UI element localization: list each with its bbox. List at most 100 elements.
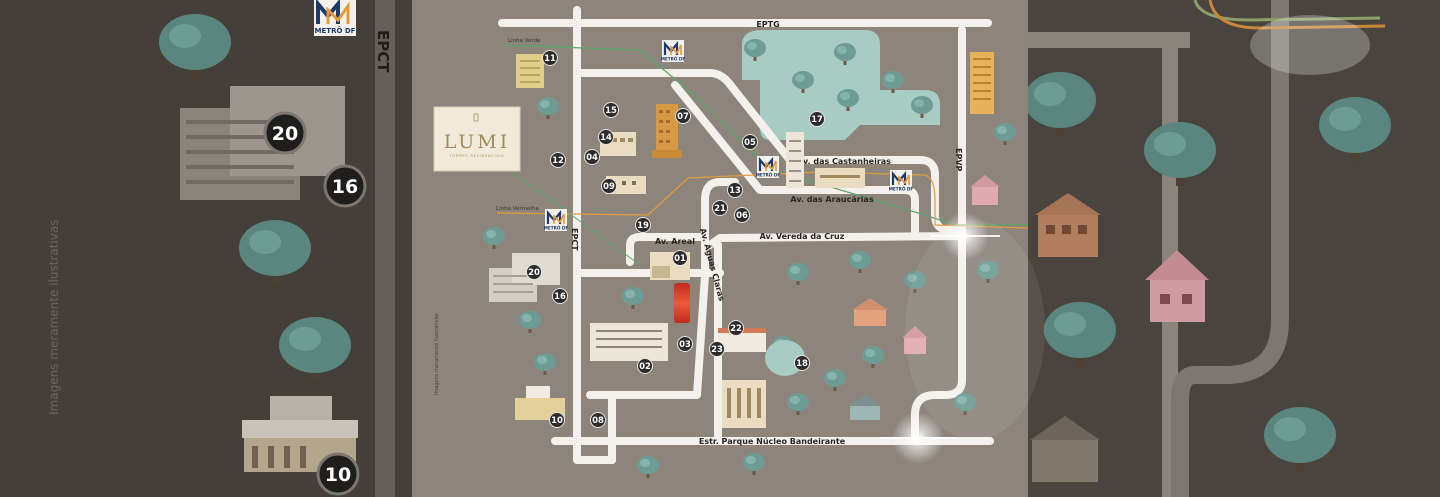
svg-text:16: 16 bbox=[554, 292, 566, 302]
poi-marker-07[interactable]: 07 bbox=[675, 108, 691, 124]
road-castanheiras bbox=[573, 69, 966, 234]
road-vereda bbox=[573, 232, 966, 277]
left-disclaimer: Imagens meramente ilustrativas bbox=[47, 220, 61, 415]
house-orange-icon bbox=[852, 298, 888, 326]
poi-marker-10[interactable]: 10 bbox=[549, 412, 565, 428]
svg-text:07: 07 bbox=[677, 112, 689, 122]
poi-markers: 01 02 03 04 05 06 07 08 09 10 11 12 13 1… bbox=[526, 50, 825, 428]
svg-text:15: 15 bbox=[605, 106, 617, 116]
main-map: Linha Verde Linha Vermelha EPTG Av. das … bbox=[412, 0, 1045, 497]
svg-text:18: 18 bbox=[796, 359, 808, 369]
left-poi-16-label: 16 bbox=[332, 176, 358, 198]
road-aguas-claras bbox=[586, 178, 739, 399]
poi-marker-21[interactable]: 21 bbox=[712, 200, 728, 216]
poi-marker-14[interactable]: 14 bbox=[598, 129, 614, 145]
svg-text:04: 04 bbox=[586, 153, 598, 163]
road-epvp bbox=[911, 26, 966, 444]
poi-marker-08[interactable]: 08 bbox=[590, 412, 606, 428]
poi-marker-18[interactable]: 18 bbox=[794, 355, 810, 371]
road-epct bbox=[573, 6, 616, 464]
road-epvp-label: EPVP bbox=[954, 148, 963, 172]
left-poi-20-label: 20 bbox=[272, 123, 298, 145]
svg-text:19: 19 bbox=[637, 221, 649, 231]
building-tower-right-icon bbox=[970, 52, 994, 114]
poi-marker-09[interactable]: 09 bbox=[601, 178, 617, 194]
metro-line-vermelha-label: Linha Vermelha bbox=[496, 206, 539, 212]
poi-marker-04[interactable]: 04 bbox=[584, 149, 600, 165]
svg-text:METRÔ DF: METRÔ DF bbox=[756, 173, 781, 178]
svg-text:22: 22 bbox=[730, 324, 742, 334]
svg-text:13: 13 bbox=[729, 186, 741, 196]
svg-text:21: 21 bbox=[714, 204, 726, 214]
lumi-location-marker bbox=[674, 283, 690, 323]
left-poi-20 bbox=[263, 111, 307, 155]
svg-text:METRÔ DF: METRÔ DF bbox=[661, 57, 686, 62]
road-areal-label: Av. Areal bbox=[655, 237, 695, 246]
poi-marker-15[interactable]: 15 bbox=[603, 102, 619, 118]
poi-marker-03[interactable]: 03 bbox=[677, 336, 693, 352]
right-house-4-icon bbox=[1030, 416, 1100, 482]
building-02-icon bbox=[590, 323, 668, 361]
left-side-zoom: 20 16 10 METRÔ DF EPCT Imagens meramente… bbox=[0, 0, 412, 497]
svg-text:METRÔ DF: METRÔ DF bbox=[544, 226, 569, 231]
svg-text:17: 17 bbox=[811, 115, 823, 125]
poi-marker-20[interactable]: 20 bbox=[526, 264, 542, 280]
poi-marker-05[interactable]: 05 bbox=[742, 134, 758, 150]
poi-marker-19[interactable]: 19 bbox=[635, 217, 651, 233]
road-epct-label: EPCT bbox=[570, 228, 579, 251]
left-road-epct-label: EPCT bbox=[374, 30, 392, 73]
svg-text:09: 09 bbox=[603, 182, 615, 192]
lumi-logo-tagline: TORRES RESIDENCIAIS bbox=[448, 154, 504, 158]
svg-text:03: 03 bbox=[679, 340, 691, 350]
poi-marker-17[interactable]: 17 bbox=[809, 111, 825, 127]
svg-text:01: 01 bbox=[674, 254, 686, 264]
building-07-icon bbox=[652, 104, 682, 158]
park-18 bbox=[765, 340, 805, 376]
svg-text:08: 08 bbox=[592, 416, 604, 426]
poi-marker-06[interactable]: 06 bbox=[734, 207, 750, 223]
svg-text:10: 10 bbox=[551, 416, 563, 426]
lumi-logo: LUMI TORRES RESIDENCIAIS bbox=[433, 106, 521, 172]
poi-marker-16[interactable]: 16 bbox=[552, 288, 568, 304]
poi-marker-12[interactable]: 12 bbox=[550, 152, 566, 168]
building-lower-icon bbox=[722, 380, 766, 428]
road-araucarias-label: Av. das Araucárias bbox=[790, 195, 873, 204]
svg-text:02: 02 bbox=[639, 362, 651, 372]
metro-station-left-icon: METRÔ DF bbox=[544, 209, 569, 231]
poi-marker-22[interactable]: 22 bbox=[728, 320, 744, 336]
svg-text:20: 20 bbox=[528, 268, 540, 278]
poi-marker-02[interactable]: 02 bbox=[637, 358, 653, 374]
metro-line-verde-label: Linha Verde bbox=[508, 38, 541, 44]
lumi-logo-name: LUMI bbox=[444, 131, 511, 153]
road-castanheiras-label: Av. das Castanheiras bbox=[797, 157, 891, 166]
disclaimer-text: Imagens meramente ilustrativas bbox=[434, 313, 440, 395]
left-metro-logo-icon: METRÔ DF bbox=[314, 0, 356, 36]
left-poi-10-label: 10 bbox=[325, 464, 351, 486]
building-11-icon bbox=[516, 54, 544, 88]
house-right-icon bbox=[970, 175, 1000, 205]
svg-text:METRÔ DF: METRÔ DF bbox=[889, 187, 914, 192]
poi-marker-23[interactable]: 23 bbox=[709, 341, 725, 357]
poi-marker-11[interactable]: 11 bbox=[542, 50, 558, 66]
road-eptg-label: EPTG bbox=[756, 20, 779, 29]
lens-flares bbox=[880, 212, 1045, 464]
park-17 bbox=[742, 30, 940, 140]
svg-text:12: 12 bbox=[552, 156, 564, 166]
svg-text:11: 11 bbox=[544, 54, 556, 64]
poi-marker-01[interactable]: 01 bbox=[672, 250, 688, 266]
poi-marker-13[interactable]: 13 bbox=[727, 182, 743, 198]
svg-text:23: 23 bbox=[711, 345, 723, 355]
right-house-1-icon bbox=[1035, 193, 1101, 257]
house-teal-icon bbox=[848, 395, 882, 420]
lumi-logo-icon bbox=[473, 113, 479, 122]
svg-text:05: 05 bbox=[744, 138, 756, 148]
building-castanheiras-icon bbox=[815, 168, 865, 188]
metro-station-center-icon: METRÔ DF bbox=[756, 156, 781, 178]
road-areal bbox=[626, 233, 704, 266]
road-vereda-label: Av. Vereda da Cruz bbox=[760, 232, 845, 241]
svg-text:METRÔ DF: METRÔ DF bbox=[315, 26, 356, 35]
metro-station-top-icon: METRÔ DF bbox=[661, 40, 686, 62]
right-house-2-icon bbox=[1145, 250, 1209, 322]
